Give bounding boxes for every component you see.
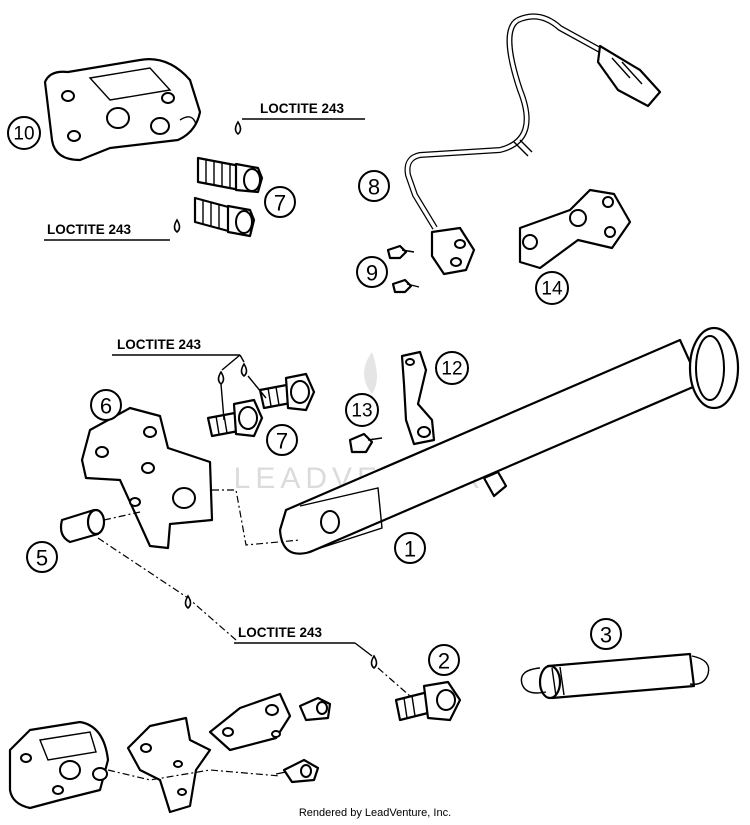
callout-12: 12 [435, 351, 469, 385]
part-7-bolt-lower [193, 196, 256, 238]
footer-credit: Rendered by LeadVenture, Inc. [299, 807, 451, 819]
lower-assembly-bracket-mid [126, 716, 212, 814]
lower-assembly-plate [208, 692, 292, 752]
part-7-bolt-upper [196, 156, 264, 194]
loctite-label-2: LOCTITE 243 [44, 218, 181, 241]
callout-8: 8 [358, 170, 390, 202]
part-10-mount-bracket [43, 58, 202, 162]
callout-5-label: 5 [36, 546, 48, 571]
loctite-text-2: LOCTITE 243 [47, 222, 132, 237]
part-1-side-stand [212, 326, 740, 555]
loctite-text-4: LOCTITE 243 [238, 625, 323, 640]
loctite-label-4: LOCTITE 243 [97, 537, 411, 697]
loctite-drop-3a [217, 370, 225, 386]
callout-9: 9 [356, 256, 388, 288]
callout-14: 14 [535, 271, 569, 305]
callout-6: 6 [90, 389, 122, 421]
callout-1: 1 [394, 532, 426, 564]
loctite-drop-1 [234, 120, 242, 136]
callout-13-label: 13 [351, 401, 372, 422]
callout-7-top-label: 7 [274, 191, 286, 216]
loctite-label-1: LOCTITE 243 [234, 101, 365, 136]
callout-2: 2 [428, 644, 460, 676]
loctite-label-3: LOCTITE 243 [112, 337, 267, 421]
callout-8-label: 8 [368, 175, 380, 200]
callout-3-label: 3 [600, 623, 612, 648]
part-7-bolt-mid-b [258, 372, 316, 412]
part-7-bolt-mid-a [206, 398, 264, 438]
part-6-sidestand-bracket [80, 406, 214, 550]
callout-13: 13 [345, 393, 379, 427]
part-8-sidestand-switch [404, 13, 662, 276]
callout-9-label: 9 [366, 261, 378, 286]
callout-1-label: 1 [404, 537, 416, 562]
part-2-bolt [394, 680, 462, 722]
lower-assembly-bracket-left [8, 720, 110, 810]
callout-14-label: 14 [541, 279, 563, 300]
callout-2-label: 2 [438, 649, 450, 674]
callout-12-label: 12 [441, 359, 462, 380]
callout-6-label: 6 [100, 394, 112, 419]
part-13-screw [348, 432, 383, 454]
loctite-drop-4b [370, 654, 378, 670]
part-5-pivot-pin [59, 508, 141, 544]
callout-7-mid-label: 7 [276, 429, 288, 454]
part-9-screws [386, 244, 420, 294]
loctite-text-1: LOCTITE 243 [260, 101, 345, 116]
part-12-spring-plate [400, 350, 436, 446]
part-14-plate [518, 188, 632, 270]
callout-10-label: 10 [13, 124, 34, 145]
callout-7-mid: 7 [266, 424, 298, 456]
loctite-drop-2 [173, 218, 181, 234]
loctite-drop-3b [240, 362, 248, 378]
callout-5: 5 [26, 541, 58, 573]
loctite-drop-4a [184, 594, 192, 610]
loctite-text-3: LOCTITE 243 [117, 337, 202, 352]
part-3-spring [520, 652, 710, 700]
callout-3: 3 [590, 618, 622, 650]
callout-7-top: 7 [264, 186, 296, 218]
callout-10: 10 [7, 116, 41, 150]
lower-assembly-bolts [107, 696, 332, 784]
